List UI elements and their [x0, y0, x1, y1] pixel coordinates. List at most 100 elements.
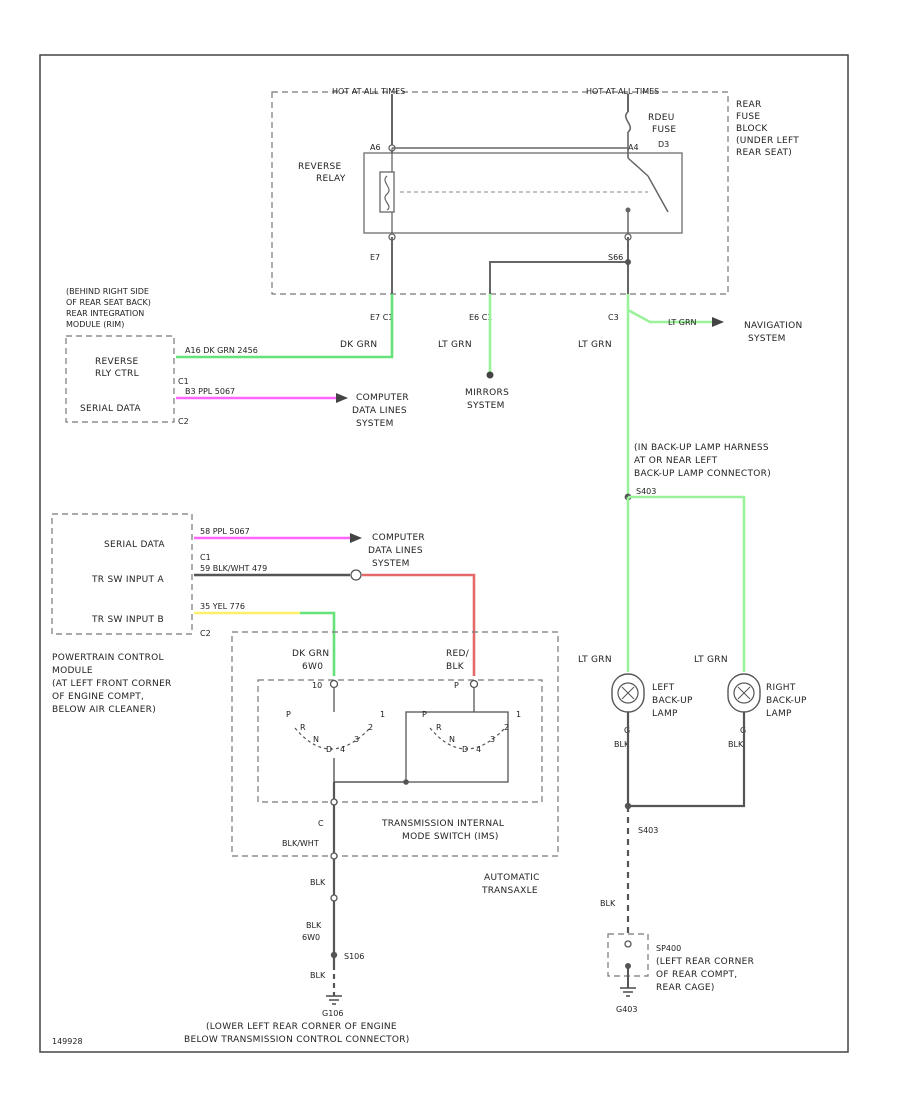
relay-pin-a4: A4 — [628, 143, 639, 152]
rim-reverse-label-2: RLY CTRL — [95, 369, 139, 379]
lt-grn-feed-label: LT GRN — [578, 340, 612, 350]
relay-coil-winding — [384, 175, 390, 211]
ims-position-3: 3 — [490, 735, 495, 744]
backup-lt-grn-left: LT GRN — [578, 655, 612, 665]
trans-pin-c: C — [318, 819, 324, 828]
g106-location-2: BELOW TRANSMISSION CONTROL CONNECTOR) — [184, 1035, 410, 1045]
reverse-relay-box — [363, 152, 683, 234]
backup-lamp-ground-wire — [626, 712, 746, 808]
svg-text:REAR: REAR — [736, 100, 762, 110]
backup-ground-blk: BLK — [600, 899, 616, 908]
pcm-wire-3-label: 35 YEL 776 — [200, 602, 245, 611]
ims-left-arc — [294, 727, 371, 750]
backup-ground-splice: S403 — [638, 826, 658, 835]
splice-dot-s66 — [625, 259, 631, 265]
ims-junction-dot — [403, 779, 409, 785]
backup-splice-s403: S403 — [636, 487, 656, 496]
computer-data-mid-3: SYSTEM — [372, 559, 410, 569]
svg-text:(IN BACK-UP LAMP HARNESS: (IN BACK-UP LAMP HARNESS — [634, 443, 769, 453]
right-backup-lamp-icon — [727, 673, 761, 713]
sp400-pin — [624, 940, 632, 948]
backup-lt-grn-right: LT GRN — [694, 655, 728, 665]
dk-grn-reverse-relay-control-wire — [176, 294, 394, 359]
ims-switch-outline — [257, 679, 543, 803]
relay-switch-contact — [647, 175, 669, 213]
left-lamp-label-2: BACK-UP — [652, 696, 693, 706]
ims-position-n: N — [313, 735, 319, 744]
ground-g106-icon — [326, 995, 342, 1005]
ims-position-d: D — [326, 745, 332, 754]
ims-position-4: 4 — [340, 745, 345, 754]
rdeu-fuse-label-2: FUSE — [652, 125, 676, 135]
fuse-block-location: REAR FUSE BLOCK (UNDER LEFT REAR SEAT) — [736, 100, 799, 158]
rim-connector-c2: C2 — [178, 417, 189, 426]
svg-text:REAR INTEGRATION: REAR INTEGRATION — [66, 309, 144, 318]
ims-label-2: MODE SWITCH (IMS) — [402, 832, 499, 842]
mirrors-system-1: MIRRORS — [465, 388, 509, 398]
hot-at-all-times-right: HOT AT ALL TIMES — [586, 87, 659, 96]
ims-position-2: 2 — [368, 723, 373, 732]
mirrors-system-2: SYSTEM — [467, 401, 505, 411]
svg-text:MODULE: MODULE — [52, 666, 93, 676]
ims-position-1: 1 — [380, 710, 385, 719]
navigation-arrow-icon — [712, 317, 724, 327]
left-lamp-label-1: LEFT — [652, 683, 675, 693]
ground-blk-2a: BLK — [306, 921, 322, 930]
red-blk-trs-wire — [362, 573, 476, 676]
lt-grn-navigation-label: LT GRN — [668, 318, 697, 327]
pcm-trs-input-b-label: TR SW INPUT B — [91, 615, 164, 625]
right-lamp-blk: BLK — [728, 740, 744, 749]
left-lamp-label-3: LAMP — [652, 709, 678, 719]
svg-text:POWERTRAIN CONTROL: POWERTRAIN CONTROL — [52, 653, 164, 663]
ground-g106: G106 — [322, 1009, 343, 1018]
ims-right-arc — [429, 727, 506, 750]
relay-switch-lead — [627, 157, 649, 177]
ground-connector-pin — [330, 894, 338, 902]
sp400-label: SP400 — [656, 944, 681, 953]
ground-blk-1: BLK — [310, 878, 326, 887]
pcm-connector-c2: C2 — [200, 629, 211, 638]
fuse-block-splice-s66: S66 — [608, 253, 623, 262]
right-lamp-label-1: RIGHT — [766, 683, 796, 693]
dk-grn-label: DK GRN — [340, 340, 377, 350]
trans-pin-10: 10 — [312, 681, 322, 690]
svg-text:OF ENGINE COMPT,: OF ENGINE COMPT, — [52, 692, 144, 702]
svg-text:BLOCK: BLOCK — [736, 124, 768, 134]
figure-number: 149928 — [52, 1037, 83, 1046]
pcm-wire-2-label: 59 BLK/WHT 479 — [200, 564, 267, 573]
automatic-transaxle-outline — [231, 631, 559, 857]
reverse-relay-label-2: RELAY — [316, 174, 346, 184]
trans-redblk-2: BLK — [446, 662, 465, 672]
computer-data-arrow-icon — [336, 393, 348, 403]
svg-text:MODULE (RIM): MODULE (RIM) — [66, 320, 124, 329]
ims-position-p: P — [422, 710, 427, 719]
pcm-connector-c1: C1 — [200, 553, 211, 562]
transaxle-connector-pin — [330, 852, 338, 860]
computer-data-top-1: COMPUTER — [356, 393, 409, 403]
diagram-frame — [39, 54, 849, 1053]
trans-dkgrn-2: 6W0 — [302, 662, 323, 672]
ims-pin-right — [469, 679, 479, 689]
dk-grn-ims-wire — [300, 611, 336, 676]
relay-coil — [379, 171, 395, 213]
inline-connector-icon — [350, 569, 362, 581]
g403-loc-2: OF REAR COMPT, — [656, 970, 737, 980]
rim-serial-data-label: SERIAL DATA — [80, 404, 141, 414]
ims-ground-pin — [330, 798, 338, 806]
computer-data-top-3: SYSTEM — [356, 419, 394, 429]
ims-right-contact-box — [405, 711, 509, 783]
ims-position-2: 2 — [504, 723, 509, 732]
navigation-system-1: NAVIGATION — [744, 321, 803, 331]
pcm-location: POWERTRAIN CONTROL MODULE (AT LEFT FRONT… — [52, 653, 171, 715]
computer-data-mid-2: DATA LINES — [368, 546, 423, 556]
backup-harness-label: (IN BACK-UP LAMP HARNESS AT OR NEAR LEFT… — [634, 443, 771, 479]
svg-text:BACK-UP LAMP CONNECTOR): BACK-UP LAMP CONNECTOR) — [634, 469, 771, 479]
trans-blkwht: BLK/WHT — [282, 839, 319, 848]
right-lamp-label-3: LAMP — [766, 709, 792, 719]
reverse-relay-label-1: REVERSE — [298, 162, 342, 172]
rim-module-outline — [65, 335, 175, 423]
relay-pin-e7: E7 — [370, 253, 380, 262]
